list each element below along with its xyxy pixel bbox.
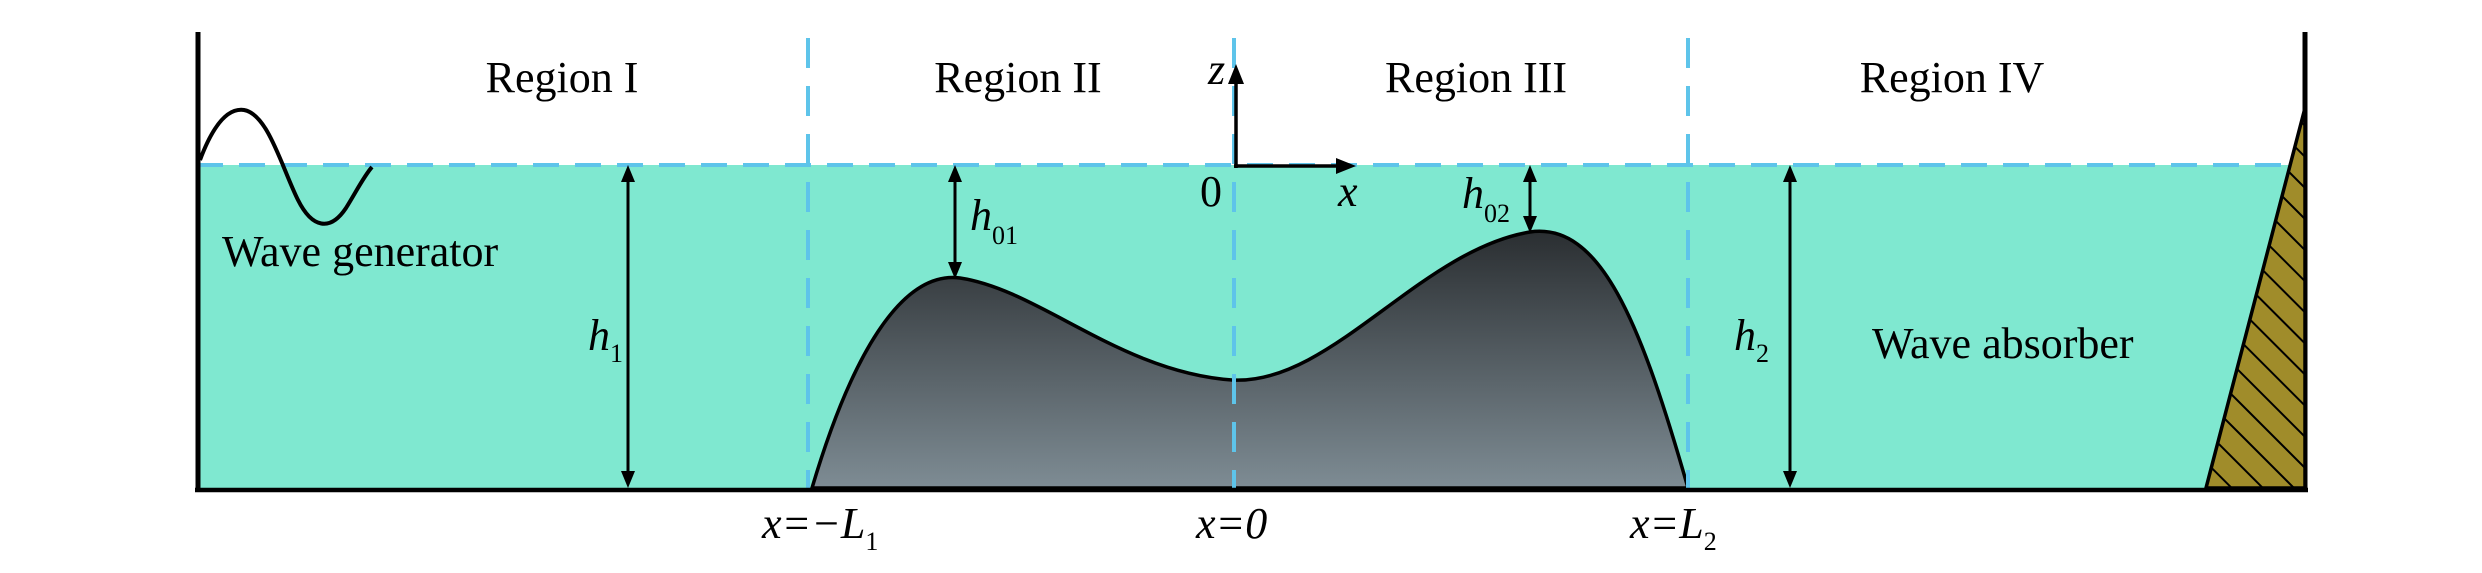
coordinate-axes [1228,64,1356,174]
h01-subscript: 01 [992,221,1018,250]
h02-arrow [1523,165,1537,233]
wave-absorber-label: Wave absorber [1872,319,2134,368]
region-label-2: Region II [934,53,1101,102]
h01-symbol: h [970,191,992,240]
region-label-4: Region IV [1860,53,2045,102]
h02-symbol: h [1462,169,1484,218]
submerged-hump [809,229,1691,490]
x-axis-label: x [1337,167,1358,216]
origin-label: 0 [1200,167,1222,216]
wave-absorber-wedge [2203,107,2307,490]
h02-label: h02 [1462,169,1510,228]
h01-arrow [948,165,962,279]
wave-generator-label: Wave generator [222,227,499,276]
region-label-1: Region I [486,53,639,102]
h02-subscript: 02 [1484,199,1510,228]
pos-L2-var: L [1678,499,1703,548]
pos-minus-L1-sub: 1 [865,527,878,556]
h01-label: h01 [970,191,1018,250]
h2-arrow [1783,165,1797,488]
h1-symbol: h [588,311,610,360]
h1-label: h1 [588,311,623,368]
h2-label: h2 [1734,311,1769,368]
pos-L2-label: x=L2 [1629,499,1717,556]
h2-subscript: 2 [1756,339,1769,368]
pos-L2-sub: 2 [1704,527,1717,556]
wave-generator-sine [198,107,374,226]
region-label-3: Region III [1385,53,1567,102]
pos-minus-L1-label: x=−L1 [761,499,878,556]
z-axis-label: z [1207,45,1225,94]
pos-L2-prefix: x= [1629,499,1679,548]
pos-minus-L1-var: L [840,499,865,548]
h2-symbol: h [1734,311,1756,360]
h1-subscript: 1 [610,339,623,368]
pos-minus-L1-prefix: x=− [761,499,841,548]
pos-zero-label: x=0 [1195,499,1267,548]
h1-arrow [621,165,635,488]
